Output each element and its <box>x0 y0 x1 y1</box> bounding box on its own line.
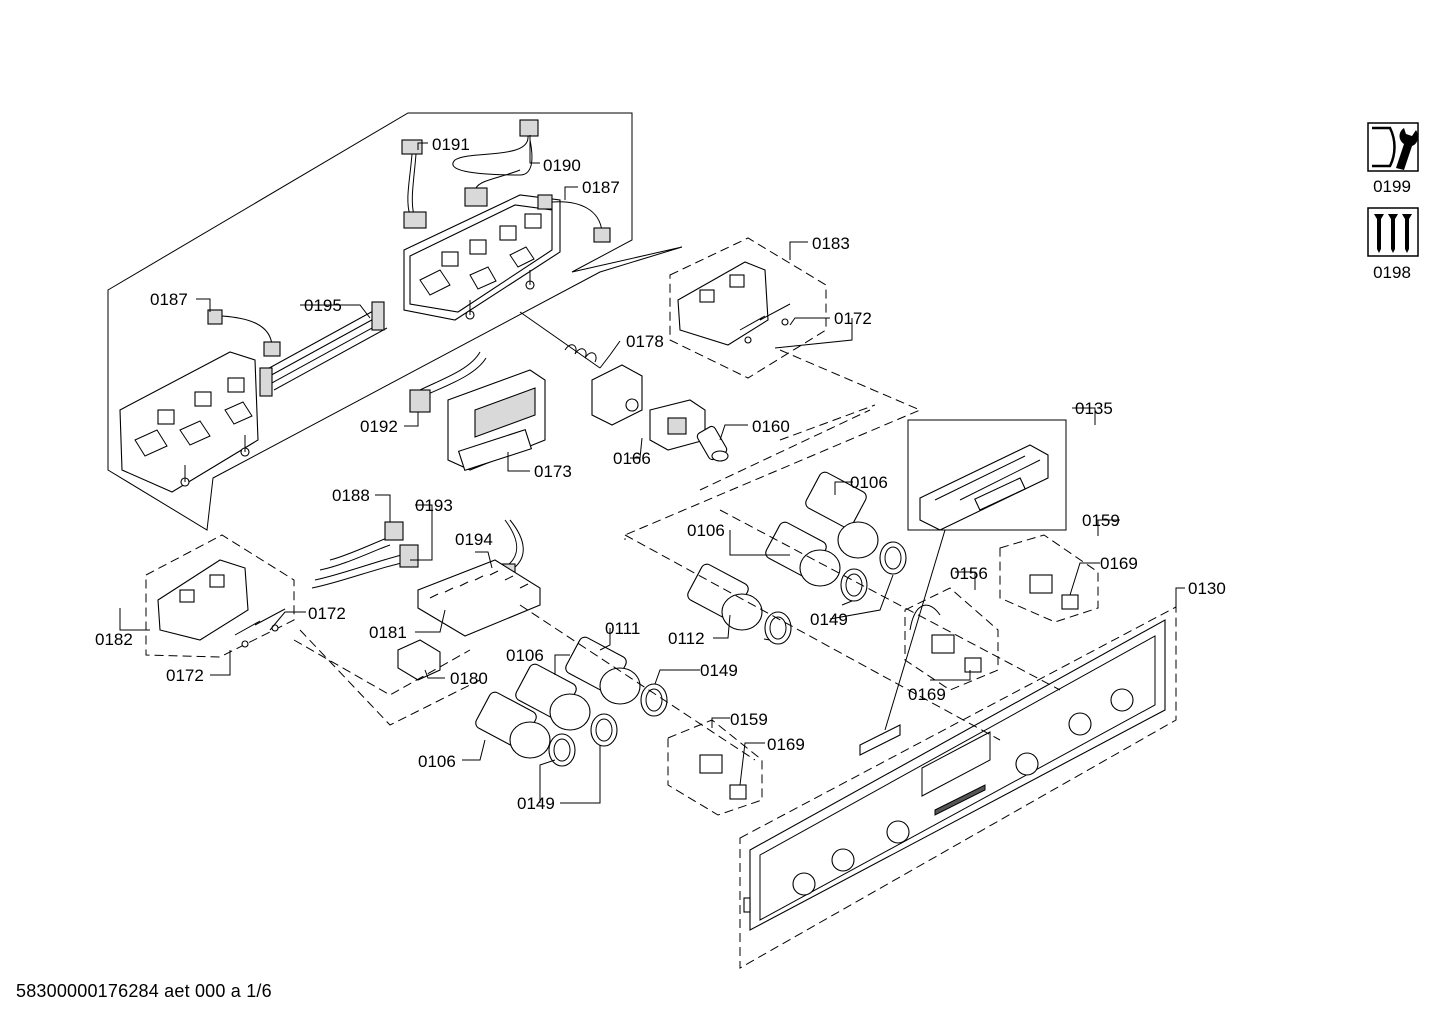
label-0180: 0180 <box>450 669 488 688</box>
label-0191: 0191 <box>432 135 470 154</box>
bracket-0166 <box>649 399 706 451</box>
label-0149: 0149 <box>517 794 555 813</box>
label-0160: 0160 <box>752 417 790 436</box>
label-0106: 0106 <box>850 473 888 492</box>
detail-frame-0156 <box>904 587 999 691</box>
label-0181: 0181 <box>369 623 407 642</box>
label-0106: 0106 <box>418 752 456 771</box>
screws-icon-label: 0198 <box>1373 263 1411 282</box>
control-module-top <box>403 194 561 321</box>
detail-frame-0183 <box>669 237 827 379</box>
knob-0112 <box>687 563 763 631</box>
document-code: 58300000176284 aet 000 a 1/6 <box>16 981 272 1001</box>
wire-harness-0191 <box>401 139 427 229</box>
label-0159: 0159 <box>730 710 768 729</box>
knob-0106-a <box>805 471 879 559</box>
thermostat-0178 <box>519 311 643 426</box>
display-module-0173 <box>447 369 546 472</box>
label-0194: 0194 <box>455 530 493 549</box>
label-0106: 0106 <box>506 646 544 665</box>
clip-0180 <box>397 639 441 681</box>
wire-harness-0188 <box>311 521 419 589</box>
detail-frame-0159-a <box>999 534 1099 623</box>
knob-0106-b <box>765 521 841 587</box>
part-labels: 0191 0190 0187 0187 0195 0183 0172 0178 … <box>95 135 1226 813</box>
label-0187: 0187 <box>582 178 620 197</box>
label-0172: 0172 <box>308 604 346 623</box>
label-0166: 0166 <box>613 449 651 468</box>
label-0135: 0135 <box>1075 399 1113 418</box>
knob-0106-d <box>475 691 551 759</box>
label-0195: 0195 <box>304 296 342 315</box>
label-0169: 0169 <box>908 685 946 704</box>
detail-frame-0159-b <box>667 719 763 816</box>
label-0190: 0190 <box>543 156 581 175</box>
screws-icon <box>1367 207 1419 257</box>
label-0172: 0172 <box>166 666 204 685</box>
label-0112: 0112 <box>668 629 705 648</box>
label-0169: 0169 <box>1100 554 1138 573</box>
label-0187: 0187 <box>150 290 188 309</box>
label-0149: 0149 <box>700 661 738 680</box>
label-0188: 0188 <box>332 486 370 505</box>
control-panel-0130 <box>739 606 1177 969</box>
knob-0106-c <box>515 663 591 731</box>
detail-frame-0182 <box>145 534 295 658</box>
wire-harness-0187-left <box>207 309 281 357</box>
wire-harness-0187-top <box>537 194 611 243</box>
label-0172: 0172 <box>834 309 872 328</box>
label-0149: 0149 <box>810 610 848 629</box>
label-0130: 0130 <box>1188 579 1226 598</box>
label-0156: 0156 <box>950 564 988 583</box>
label-0159: 0159 <box>1082 511 1120 530</box>
label-0178: 0178 <box>626 332 664 351</box>
label-0182: 0182 <box>95 630 133 649</box>
assembly-dash-lines <box>293 349 1061 761</box>
label-0173: 0173 <box>534 462 572 481</box>
label-0106: 0106 <box>687 521 725 540</box>
control-module-left <box>119 351 259 493</box>
ring-0149-group <box>548 541 907 767</box>
ribbon-cable-0195 <box>259 301 388 397</box>
wire-harness-0190 <box>452 119 539 207</box>
label-0193: 0193 <box>415 496 453 515</box>
label-0111: 0111 <box>605 619 640 638</box>
wrench-icon <box>1367 122 1419 172</box>
terminal-block-0181 <box>417 559 541 637</box>
detail-frame-0135 <box>884 419 1067 731</box>
detail-frame-main <box>107 112 683 531</box>
wrench-icon-label: 0199 <box>1373 177 1411 196</box>
wire-harness-0192 <box>409 351 487 413</box>
label-0192: 0192 <box>360 417 398 436</box>
leader-lines <box>119 135 1185 804</box>
label-0183: 0183 <box>812 234 850 253</box>
label-0169: 0169 <box>767 735 805 754</box>
